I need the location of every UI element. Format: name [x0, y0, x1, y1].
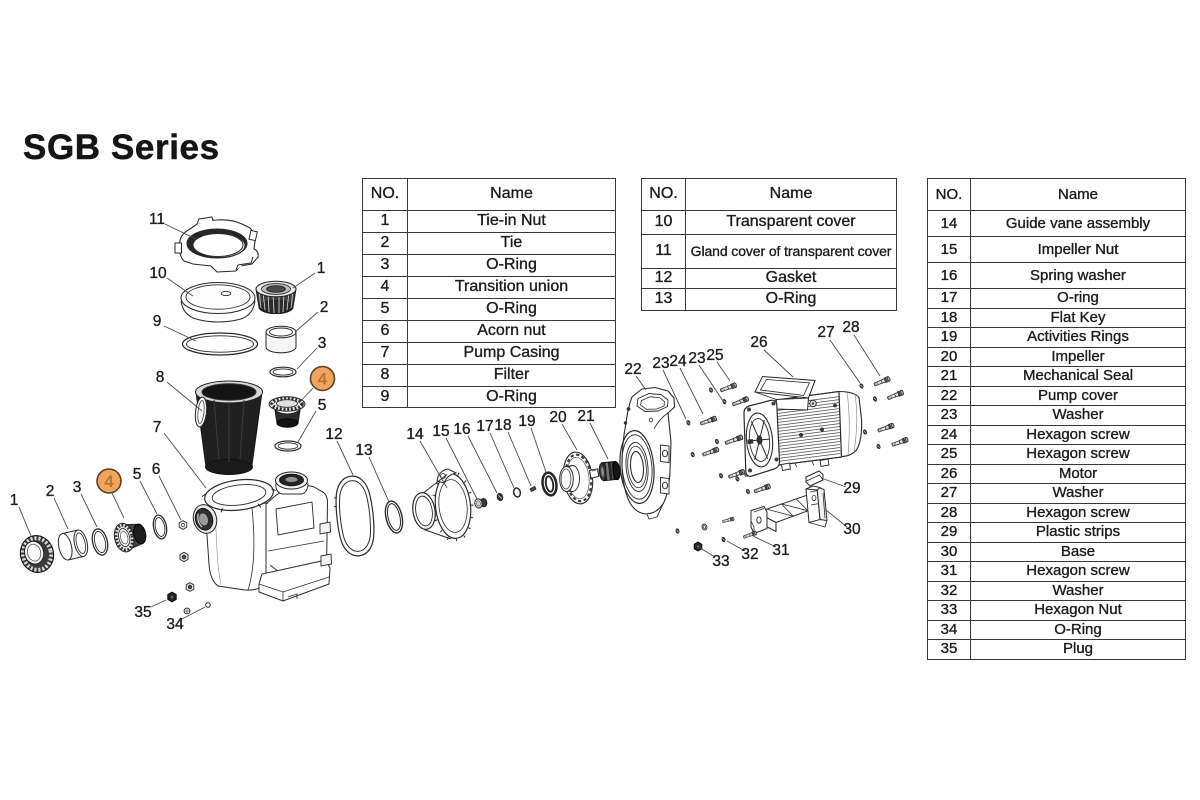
- svg-text:21: 21: [577, 408, 594, 425]
- svg-text:6: 6: [152, 461, 161, 478]
- svg-text:34: 34: [166, 616, 184, 633]
- svg-text:19: 19: [518, 413, 535, 430]
- svg-text:35: 35: [134, 604, 151, 621]
- svg-text:27: 27: [817, 324, 834, 341]
- svg-text:11: 11: [149, 211, 165, 228]
- svg-text:31: 31: [772, 542, 789, 559]
- svg-text:4: 4: [104, 472, 114, 491]
- svg-text:28: 28: [842, 319, 859, 336]
- svg-text:3: 3: [318, 335, 327, 352]
- svg-text:1: 1: [317, 260, 326, 277]
- svg-text:18: 18: [494, 417, 511, 434]
- svg-text:5: 5: [133, 466, 142, 483]
- svg-text:5: 5: [318, 397, 327, 414]
- svg-text:2: 2: [320, 299, 329, 316]
- svg-text:22: 22: [624, 361, 641, 378]
- svg-text:2: 2: [46, 483, 55, 500]
- svg-text:8: 8: [156, 369, 165, 386]
- svg-text:1: 1: [10, 492, 19, 509]
- svg-text:29: 29: [843, 480, 860, 497]
- svg-text:13: 13: [355, 442, 372, 459]
- svg-text:30: 30: [843, 521, 861, 538]
- svg-text:4: 4: [318, 370, 328, 389]
- svg-text:3: 3: [73, 479, 82, 496]
- svg-text:26: 26: [750, 334, 767, 351]
- svg-text:7: 7: [153, 419, 162, 436]
- svg-text:33: 33: [712, 553, 729, 570]
- svg-text:20: 20: [549, 409, 567, 426]
- svg-text:23: 23: [652, 355, 669, 372]
- svg-text:9: 9: [153, 313, 162, 330]
- svg-text:16: 16: [453, 421, 470, 438]
- svg-text:23: 23: [688, 350, 705, 367]
- svg-text:24: 24: [669, 353, 687, 370]
- svg-text:25: 25: [706, 347, 723, 364]
- svg-text:14: 14: [406, 426, 424, 443]
- svg-text:17: 17: [476, 418, 493, 435]
- svg-text:32: 32: [741, 546, 758, 563]
- svg-text:15: 15: [432, 423, 449, 440]
- svg-text:10: 10: [149, 265, 167, 282]
- svg-text:12: 12: [325, 426, 342, 443]
